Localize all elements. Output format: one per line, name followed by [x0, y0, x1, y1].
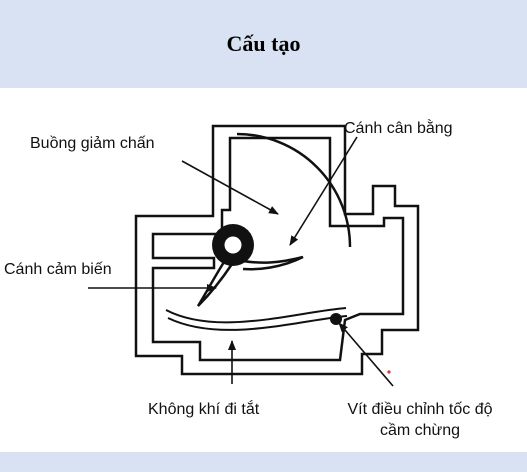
arrow-canh-can-bang: [289, 136, 358, 246]
housing-outer: [134, 124, 420, 376]
label-vit-dieu-chinh: Vít điều chỉnh tốc độ cầm chừng: [328, 400, 512, 442]
bypass-strip: [165, 307, 347, 324]
idle-screw: [330, 313, 342, 325]
label-vit-line2: cầm chừng: [379, 421, 461, 439]
sensor-vane: [196, 261, 234, 307]
balance-vane: [242, 255, 304, 271]
arrow-vit: [338, 322, 394, 387]
header-band: Cấu tạo: [0, 0, 527, 88]
label-vit-line1: Vít điều chỉnh tốc độ: [347, 401, 493, 418]
footer-band: [0, 452, 527, 472]
label-khong-khi-di-tat: Không khí đi tắt: [148, 401, 260, 418]
arrow-buong: [181, 160, 279, 215]
carburetor-diagram: Buồng giảm chấn Cánh cân bằng Cánh cảm b…: [0, 88, 527, 452]
page-title: Cấu tạo: [226, 31, 301, 56]
diagram-svg: [88, 124, 420, 387]
accent-dot: [387, 370, 391, 374]
label-canh-can-bang: Cánh cân bằng: [344, 120, 453, 137]
bypass-strip-inner: [167, 315, 348, 331]
pivot-inner: [224, 236, 242, 254]
housing-inner: [151, 136, 405, 362]
label-canh-cam-bien: Cánh cảm biến: [4, 261, 112, 278]
damper-arc: [236, 132, 352, 248]
label-buong-giam-chan: Buồng giảm chấn: [30, 135, 155, 152]
